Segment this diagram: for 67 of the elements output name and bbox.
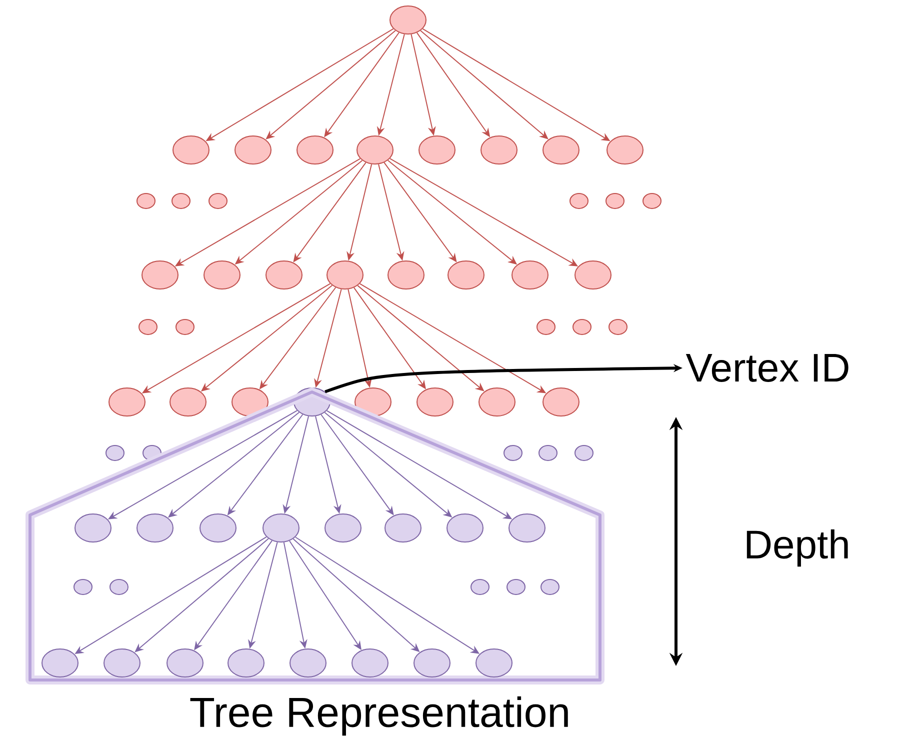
tree-node (142, 260, 178, 290)
tree-node (542, 388, 580, 416)
ellipsis-dot (574, 445, 594, 461)
node-label: Tree Representation (190, 696, 568, 736)
tree-node (352, 648, 388, 678)
tree-node (388, 260, 424, 290)
tree-node (234, 136, 272, 164)
tree-node (172, 136, 210, 164)
tree-node (326, 260, 364, 290)
tree-node (290, 648, 326, 678)
ellipsis-dot (642, 193, 662, 209)
ellipsis-dot (74, 579, 92, 595)
tree-node (104, 648, 140, 678)
tree-node (266, 260, 302, 290)
tree-node (136, 514, 174, 542)
text-label: Depth (746, 529, 848, 567)
arrow (420, 30, 548, 140)
tree-node (478, 388, 516, 416)
ellipsis-dot (606, 193, 624, 209)
ellipsis-dot (208, 193, 228, 209)
ellipsis-dot (172, 193, 190, 209)
tree-node (508, 514, 546, 542)
tree-node (356, 136, 394, 164)
tree-node (384, 514, 422, 542)
tree-node (262, 514, 300, 542)
ellipsis-dot (470, 579, 490, 595)
pentagon-region: Tree Representation (26, 388, 604, 736)
tree-node (574, 260, 612, 290)
tree-node (108, 388, 146, 416)
tree-node (448, 260, 484, 290)
tree-node (480, 136, 518, 164)
ellipsis-dot (142, 445, 162, 461)
tree-node (204, 260, 240, 290)
ellipsis-dot (136, 193, 156, 209)
ellipsis-dot (536, 319, 556, 335)
tree-node (166, 648, 204, 678)
ellipsis-dot (538, 445, 558, 461)
tree-node (74, 514, 112, 542)
tree-node (170, 388, 206, 416)
ellipsis-dot (110, 579, 128, 595)
ellipsis-dot (504, 445, 522, 461)
tree-node (354, 388, 392, 416)
tree-node (418, 136, 456, 164)
ellipsis-dot (176, 319, 194, 335)
tree-node (232, 388, 268, 416)
tree-node (42, 648, 78, 678)
tree-node (228, 648, 264, 678)
ellipsis-dot (506, 579, 526, 595)
tree-node (414, 648, 450, 678)
ellipsis-dot (572, 319, 592, 335)
ellipsis-dot (106, 445, 124, 461)
tree-node (294, 388, 330, 416)
ellipsis-dot (138, 319, 158, 335)
text-label: Vertex ID (686, 354, 848, 382)
ellipsis-dot (540, 579, 560, 595)
tree-node (416, 388, 454, 416)
ellipsis-dot (570, 193, 588, 209)
tree-node (324, 514, 362, 542)
tree-node (390, 6, 426, 34)
tree-node (542, 136, 580, 164)
tree-node (512, 260, 548, 290)
tree-node (296, 136, 334, 164)
tree-node (446, 514, 484, 542)
tree-node (476, 648, 512, 678)
ellipsis-dot (608, 319, 628, 335)
tree-node (606, 136, 644, 164)
tree-node (200, 514, 236, 542)
